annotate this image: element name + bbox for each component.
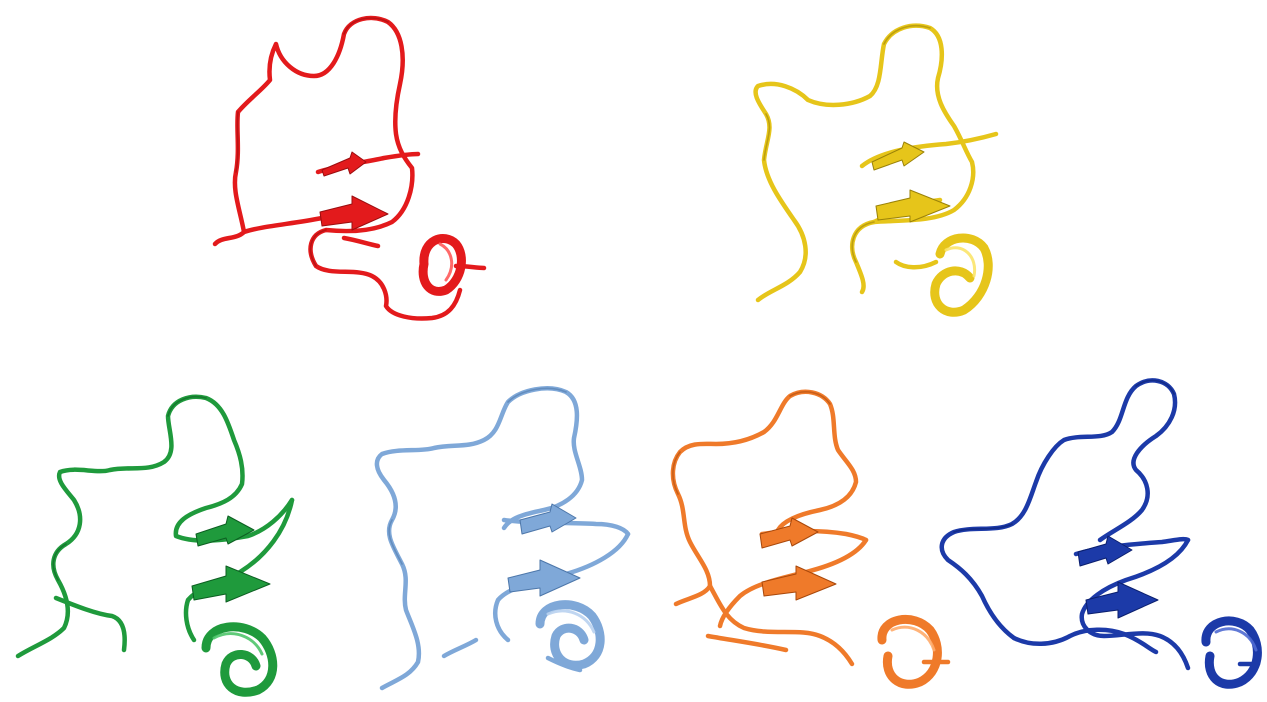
structure-orange	[673, 392, 948, 684]
structure-yellow	[756, 26, 996, 313]
structure-navy	[942, 380, 1258, 684]
structure-red	[215, 18, 484, 319]
structure-lightblue	[377, 388, 628, 688]
structure-green	[18, 397, 292, 692]
